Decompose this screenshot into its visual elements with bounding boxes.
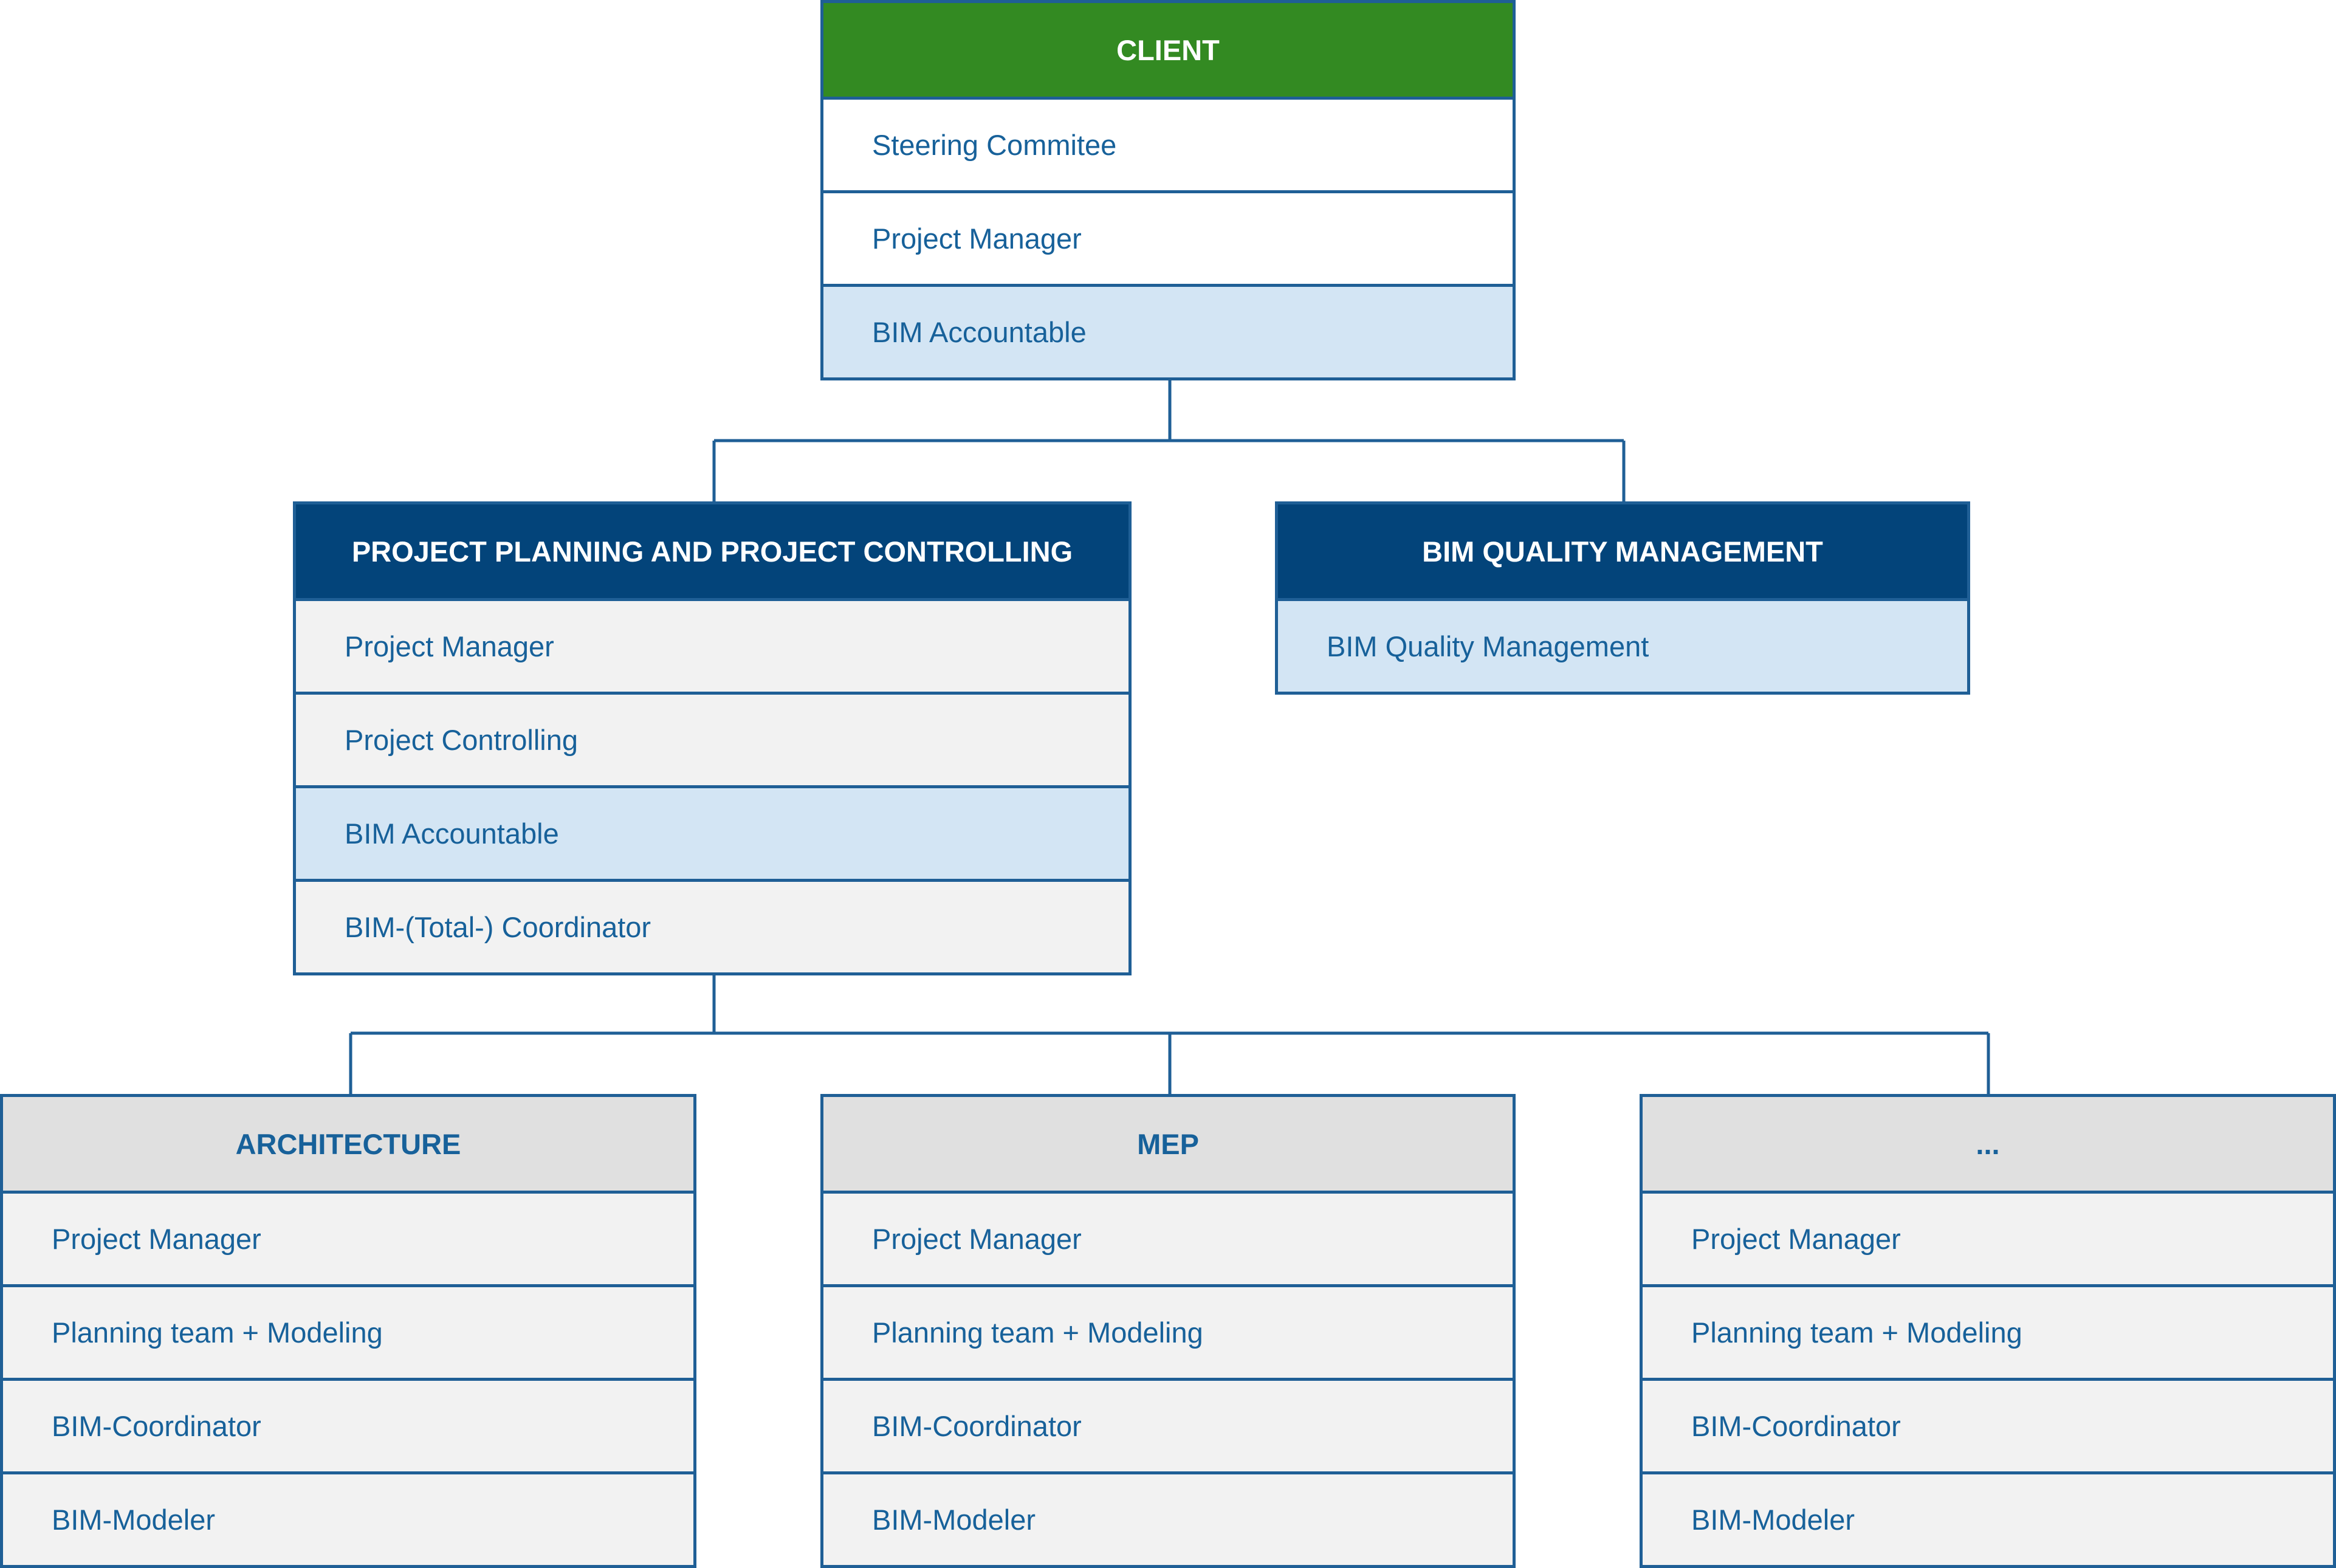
client-title: CLIENT bbox=[823, 3, 1513, 97]
planning-box: PROJECT PLANNING AND PROJECT CONTROLLING… bbox=[293, 501, 1132, 975]
quality-row-bim-quality-management: BIM Quality Management bbox=[1278, 598, 1967, 692]
connector-client-to-sections bbox=[712, 376, 1626, 501]
architecture-title: ARCHITECTURE bbox=[3, 1097, 693, 1191]
client-row-project-manager: Project Manager bbox=[823, 190, 1513, 284]
mep-title: MEP bbox=[823, 1097, 1513, 1191]
planning-title: PROJECT PLANNING AND PROJECT CONTROLLING bbox=[296, 504, 1128, 598]
architecture-row-planning-team: Planning team + Modeling bbox=[3, 1284, 693, 1378]
mep-row-planning-team: Planning team + Modeling bbox=[823, 1284, 1513, 1378]
quality-box: BIM QUALITY MANAGEMENT BIM Quality Manag… bbox=[1275, 501, 1970, 695]
planning-row-bim-total-coordinator: BIM-(Total-) Coordinator bbox=[296, 879, 1128, 972]
other-discipline-title: ... bbox=[1643, 1097, 2333, 1191]
other-row-bim-modeler: BIM-Modeler bbox=[1643, 1471, 2333, 1565]
mep-box: MEP Project Manager Planning team + Mode… bbox=[820, 1094, 1516, 1568]
architecture-box: ARCHITECTURE Project Manager Planning te… bbox=[0, 1094, 696, 1568]
other-row-planning-team: Planning team + Modeling bbox=[1643, 1284, 2333, 1378]
mep-row-project-manager: Project Manager bbox=[823, 1191, 1513, 1284]
client-box: CLIENT Steering Commitee Project Manager… bbox=[820, 0, 1516, 380]
other-row-bim-coordinator: BIM-Coordinator bbox=[1643, 1378, 2333, 1471]
architecture-row-bim-coordinator: BIM-Coordinator bbox=[3, 1378, 693, 1471]
planning-row-bim-accountable: BIM Accountable bbox=[296, 785, 1128, 879]
client-row-bim-accountable: BIM Accountable bbox=[823, 284, 1513, 377]
other-discipline-box: ... Project Manager Planning team + Mode… bbox=[1640, 1094, 2336, 1568]
mep-row-bim-modeler: BIM-Modeler bbox=[823, 1471, 1513, 1565]
client-row-steering-committee: Steering Commitee bbox=[823, 97, 1513, 190]
architecture-row-bim-modeler: BIM-Modeler bbox=[3, 1471, 693, 1565]
other-row-project-manager: Project Manager bbox=[1643, 1191, 2333, 1284]
architecture-row-project-manager: Project Manager bbox=[3, 1191, 693, 1284]
planning-row-project-controlling: Project Controlling bbox=[296, 692, 1128, 785]
mep-row-bim-coordinator: BIM-Coordinator bbox=[823, 1378, 1513, 1471]
planning-row-project-manager: Project Manager bbox=[296, 598, 1128, 692]
quality-title: BIM QUALITY MANAGEMENT bbox=[1278, 504, 1967, 598]
connector-planning-to-disciplines bbox=[349, 969, 1990, 1094]
